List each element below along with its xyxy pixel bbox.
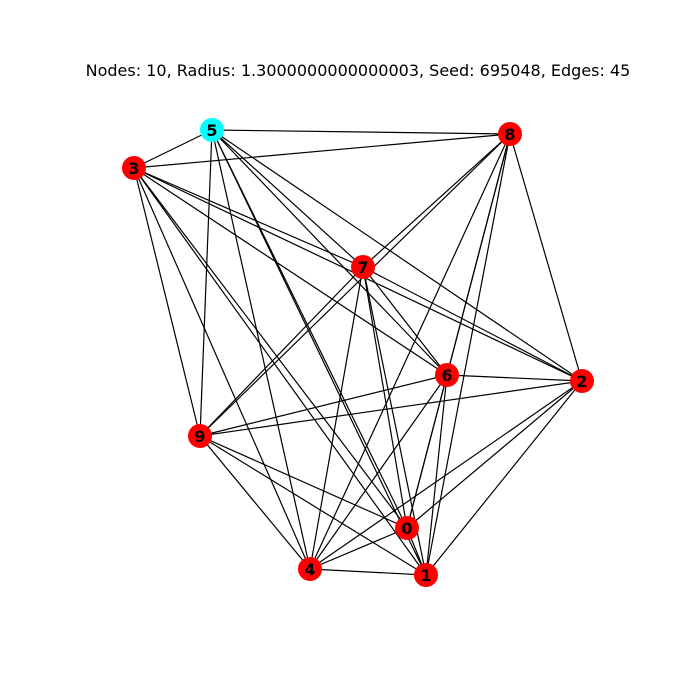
edge-1-8 (425, 133, 511, 576)
node-0: 0 (395, 516, 419, 540)
edge-2-5 (211, 129, 583, 382)
edge-1-4 (309, 568, 427, 576)
edge-1-6 (425, 374, 448, 576)
edge-7-8 (362, 133, 511, 268)
edge-3-7 (133, 167, 364, 268)
edge-4-9 (199, 435, 311, 570)
node-9: 9 (188, 424, 212, 448)
node-6: 6 (435, 363, 459, 387)
edge-3-4 (133, 167, 311, 570)
edge-1-3 (133, 167, 427, 576)
node-circle-2 (570, 369, 594, 393)
edge-1-9 (199, 435, 427, 576)
node-label-0: 0 (401, 519, 412, 538)
edge-0-2 (406, 380, 583, 529)
node-7: 7 (351, 255, 375, 279)
node-circle-6 (435, 363, 459, 387)
node-circle-9 (188, 424, 212, 448)
node-label-3: 3 (128, 159, 139, 178)
node-label-7: 7 (357, 258, 368, 277)
edge-4-8 (309, 133, 511, 570)
node-circle-0 (395, 516, 419, 540)
node-label-2: 2 (576, 372, 587, 391)
edge-1-5 (211, 129, 427, 576)
edge-6-9 (199, 374, 448, 437)
edge-3-8 (133, 133, 511, 169)
edge-6-8 (446, 133, 511, 376)
edge-2-6 (446, 374, 583, 382)
edge-3-6 (133, 167, 448, 376)
node-circle-8 (498, 122, 522, 146)
edge-5-6 (211, 129, 448, 376)
edge-8-9 (199, 133, 511, 437)
edge-4-7 (309, 266, 364, 570)
edge-0-4 (309, 527, 408, 570)
edge-5-8 (211, 129, 511, 135)
edge-0-3 (133, 167, 408, 529)
node-label-4: 4 (304, 560, 315, 579)
node-circle-4 (298, 557, 322, 581)
edge-0-9 (199, 435, 408, 529)
node-circle-1 (414, 563, 438, 587)
nodes-layer: 0 1 2 3 4 5 6 7 8 9 (122, 118, 594, 587)
edge-4-5 (211, 129, 311, 570)
node-8: 8 (498, 122, 522, 146)
edge-2-9 (199, 380, 583, 437)
node-circle-7 (351, 255, 375, 279)
graph-title: Nodes: 10, Radius: 1.3000000000000003, S… (86, 61, 631, 80)
edge-3-9 (133, 167, 201, 437)
edge-1-2 (425, 380, 583, 576)
node-3: 3 (122, 156, 146, 180)
node-label-5: 5 (206, 121, 217, 140)
node-1: 1 (414, 563, 438, 587)
edge-4-6 (309, 374, 448, 570)
edge-2-4 (309, 380, 583, 570)
edge-2-8 (509, 133, 583, 382)
node-label-6: 6 (441, 366, 452, 385)
node-circle-5 (200, 118, 224, 142)
node-label-9: 9 (194, 427, 205, 446)
edge-3-5 (133, 129, 213, 169)
edge-7-9 (199, 266, 364, 437)
node-4: 4 (298, 557, 322, 581)
node-label-8: 8 (504, 125, 515, 144)
edge-6-7 (362, 266, 448, 376)
edge-2-7 (362, 266, 583, 382)
node-circle-3 (122, 156, 146, 180)
node-5: 5 (200, 118, 224, 142)
node-label-1: 1 (420, 566, 431, 585)
edge-5-7 (211, 129, 364, 268)
edge-0-7 (362, 266, 408, 529)
edge-5-9 (199, 129, 213, 437)
node-2: 2 (570, 369, 594, 393)
